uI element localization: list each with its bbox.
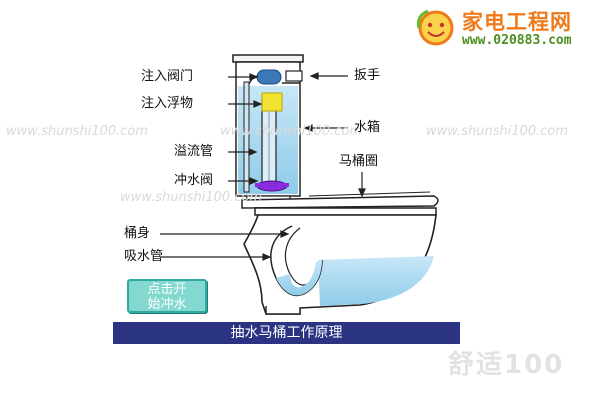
watermark-text: www.shunshi100.com bbox=[120, 190, 263, 205]
watermark-logo: 舒适100 bbox=[448, 350, 565, 380]
label-overflow-pipe: 溢流管 bbox=[174, 144, 214, 159]
label-siphon-pipe: 吸水管 bbox=[124, 249, 164, 264]
label-handle: 扳手 bbox=[354, 68, 381, 83]
diagram-caption: 抽水马桶工作原理 bbox=[113, 322, 460, 344]
label-tank: 水箱 bbox=[354, 120, 381, 135]
start-flush-button-line2: 始冲水 bbox=[147, 297, 187, 312]
watermark-text: www.shunshi100.com bbox=[426, 124, 569, 139]
brand-logo bbox=[414, 6, 460, 52]
brand-name: 家电工程网 bbox=[462, 10, 572, 34]
label-inlet-float: 注入浮物 bbox=[141, 96, 194, 111]
start-flush-button[interactable]: 点击开 始冲水 bbox=[127, 279, 207, 313]
watermark-text: www.shunshi100.com bbox=[220, 124, 363, 139]
leader-lines bbox=[160, 72, 366, 261]
smiley-logo-icon bbox=[416, 9, 454, 46]
toilet-seat bbox=[241, 191, 439, 216]
flush-valve-shape bbox=[255, 180, 289, 192]
brand-url: www.020883.com bbox=[462, 33, 572, 48]
label-flush-valve: 冲水阀 bbox=[174, 173, 214, 188]
label-bowl-body: 桶身 bbox=[124, 226, 151, 241]
toilet-bowl bbox=[243, 214, 437, 315]
watermark-text: www.shunshi100.com bbox=[6, 124, 149, 139]
handle-shape bbox=[282, 70, 303, 84]
label-seat: 马桶圈 bbox=[339, 154, 379, 169]
label-inlet-valve: 注入阀门 bbox=[141, 69, 194, 84]
start-flush-button-line1: 点击开 bbox=[147, 282, 187, 297]
float-shape bbox=[261, 92, 283, 112]
